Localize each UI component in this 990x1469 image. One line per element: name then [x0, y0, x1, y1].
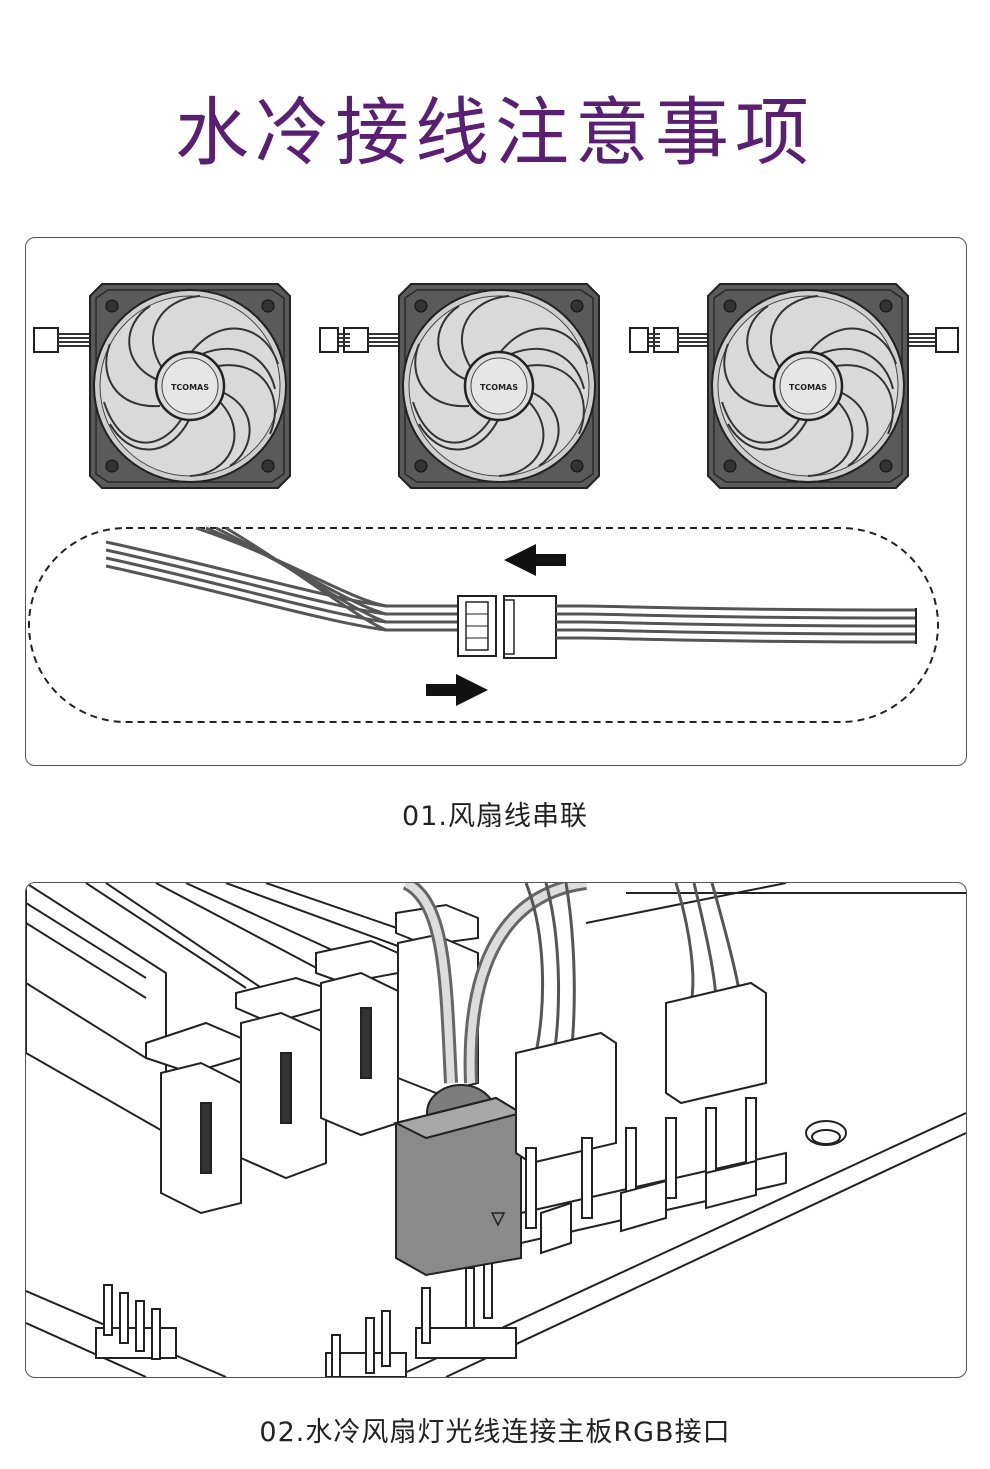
fan-header-icon — [515, 981, 787, 1255]
fan-series-diagram: TCOMAS TCOMAS TCOMAS — [25, 237, 967, 766]
fan-brand-label: TCOMAS — [171, 383, 209, 392]
connector-icon — [503, 595, 557, 659]
caption-fan-series: 01.风扇线串联 — [402, 801, 588, 832]
ram-slot-icon — [26, 883, 479, 1215]
fan-icon: TCOMAS — [397, 282, 601, 490]
arrow-right-icon — [426, 674, 488, 706]
caption-motherboard-rgb: 02.水冷风扇灯光线连接主板RGB接口 — [259, 1417, 731, 1448]
page-title: 水冷接线注意事项 — [175, 90, 815, 176]
fan-brand-label: TCOMAS — [789, 383, 827, 392]
connector-icon — [457, 595, 497, 657]
rgb-connector-icon — [393, 883, 587, 1277]
arrow-left-icon — [504, 544, 566, 576]
fan-brand-label: TCOMAS — [480, 383, 518, 392]
cable-right — [556, 604, 917, 644]
motherboard-rgb-diagram — [25, 882, 967, 1378]
cable-left — [105, 526, 458, 632]
fan-icon: TCOMAS — [88, 282, 292, 490]
pin-header-icon — [95, 1257, 517, 1377]
fan-icon: TCOMAS — [706, 282, 910, 490]
